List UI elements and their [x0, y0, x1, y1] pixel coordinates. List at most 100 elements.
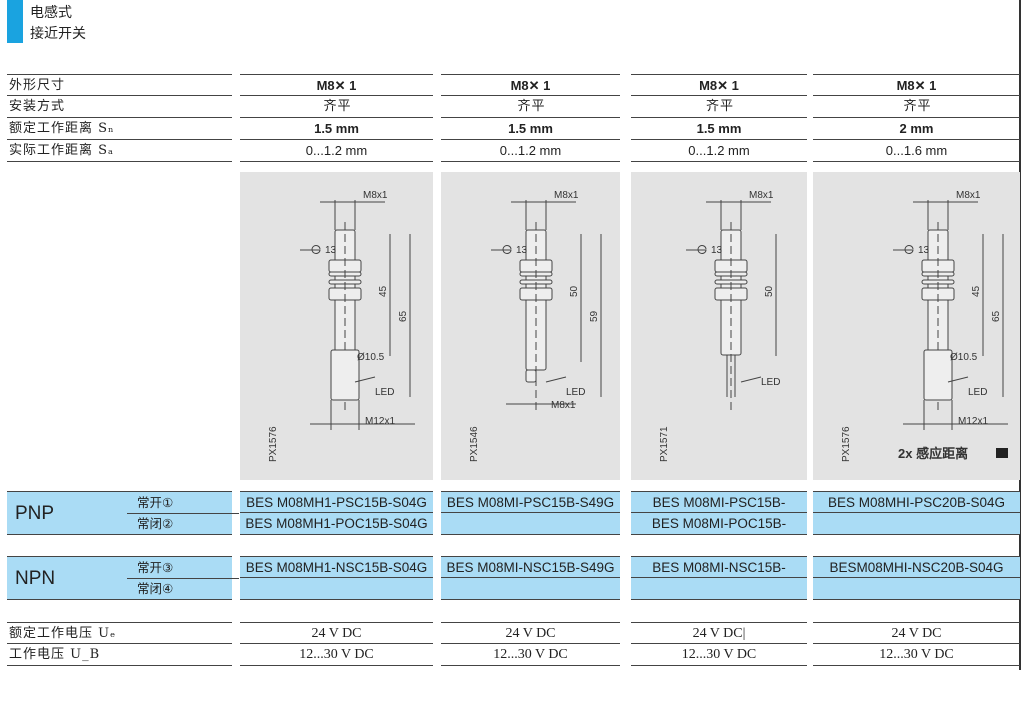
part-number-normally-closed: BES M08MI-POC15B- — [631, 513, 807, 535]
wrench-size-label: 13 — [325, 245, 337, 256]
length-label: 45 — [378, 285, 389, 297]
wrench-icon — [300, 245, 321, 254]
spec-value-size: M8✕ 1 — [240, 74, 433, 96]
part-number-normally-open: BES M08MHI-PSC20B-S04G — [813, 491, 1020, 513]
connector — [330, 349, 360, 401]
spec-value-mount: 齐平 — [813, 96, 1020, 118]
sensing-note: 2x 感应距离 — [898, 446, 968, 461]
drawing-code: PX1576 — [268, 426, 279, 462]
spec-value-sa: 0...1.2 mm — [240, 140, 433, 162]
wrench-size-label: 13 — [918, 245, 930, 256]
cable-stub — [525, 369, 537, 383]
connector-thread-label: M12x1 — [365, 416, 395, 427]
spec-value-mount: 齐平 — [240, 96, 433, 118]
drawing-code: PX1576 — [841, 426, 852, 462]
spec-value-sn: 1.5 mm — [631, 118, 807, 140]
part-number-normally-closed — [813, 578, 1020, 600]
length-label: 65 — [398, 310, 409, 322]
normally-closed-label: 常闭④ — [137, 581, 174, 596]
spec-value-sa: 0...1.6 mm — [813, 140, 1020, 162]
length-label: 45 — [971, 285, 982, 297]
right-border — [1019, 0, 1021, 670]
spec-label: 外形尺寸 — [7, 74, 232, 96]
header-title: 电感式 — [30, 5, 72, 21]
wrench-size-label: 13 — [711, 245, 723, 256]
wrench-size-label: 13 — [516, 245, 528, 256]
part-number-normally-open: BES M08MI-PSC15B- — [631, 491, 807, 513]
spec-label: 实际工作距离 Sₐ — [7, 140, 232, 162]
spec-value-mount: 齐平 — [441, 96, 620, 118]
voltage-value-ue: 24 V DC| — [631, 622, 807, 644]
connector-thread-label: M12x1 — [958, 416, 988, 427]
part-number-normally-open: BESM08MHI-NSC20B-S04G — [813, 556, 1020, 578]
spec-value-sa: 0...1.2 mm — [441, 140, 620, 162]
spec-value-mount: 齐平 — [631, 96, 807, 118]
length-label: 59 — [589, 310, 600, 322]
spec-label: 额定工作距离 Sₙ — [7, 118, 232, 140]
led-label: LED — [375, 387, 394, 398]
dimension-line — [354, 376, 376, 383]
dimension-line — [740, 376, 762, 383]
spec-value-size: M8✕ 1 — [813, 74, 1020, 96]
length-label: 65 — [991, 310, 1002, 322]
part-number-normally-closed — [441, 578, 620, 600]
thread-label: M8x1 — [363, 190, 388, 201]
voltage-value-ub: 12...30 V DC — [441, 644, 620, 666]
length-label: 50 — [764, 285, 775, 297]
led-label: LED — [566, 387, 585, 398]
thread-label: M8x1 — [956, 190, 981, 201]
spec-value-size: M8✕ 1 — [441, 74, 620, 96]
drawing-code: PX1571 — [659, 426, 670, 462]
thread-label: M8x1 — [554, 190, 579, 201]
spec-value-sa: 0...1.2 mm — [631, 140, 807, 162]
part-number-normally-closed — [441, 513, 620, 535]
voltage-value-ub: 12...30 V DC — [813, 644, 1020, 666]
normally-open-label: 常开① — [127, 492, 239, 514]
voltage-value-ub: 12...30 V DC — [631, 644, 807, 666]
diameter-label: Ø10.5 — [950, 352, 978, 363]
voltage-label: 额定工作电压 Uₑ — [7, 622, 232, 644]
voltage-value-ue: 24 V DC — [813, 622, 1020, 644]
section-accent-bar — [7, 0, 23, 43]
thread-label: M8x1 — [749, 190, 774, 201]
part-number-normally-open: BES M08MI-NSC15B-S49G — [441, 556, 620, 578]
dimension-line — [947, 376, 969, 383]
dimension-line — [545, 376, 567, 383]
part-number-normally-closed: BES M08MH1-POC15B-S04G — [240, 513, 433, 535]
part-number-normally-open: BES M08MH1-NSC15B-S04G — [240, 556, 433, 578]
part-number-normally-closed — [240, 578, 433, 600]
part-number-normally-open: BES M08MI-PSC15B-S49G — [441, 491, 620, 513]
part-number-normally-open: BES M08MH1-PSC15B-S04G — [240, 491, 433, 513]
spec-label: 安装方式 — [7, 96, 232, 118]
voltage-value-ue: 24 V DC — [441, 622, 620, 644]
spec-value-size: M8✕ 1 — [631, 74, 807, 96]
wrench-icon — [686, 245, 707, 254]
voltage-label: 工作电压 U_B — [7, 644, 232, 666]
spec-value-sn: 1.5 mm — [441, 118, 620, 140]
normally-closed-label: 常闭② — [137, 516, 174, 531]
normally-open-label: 常开③ — [127, 557, 239, 579]
npn-output-block: NPN 常开③ 常闭④ — [7, 556, 239, 600]
part-number-normally-closed — [813, 513, 1020, 535]
led-label: LED — [968, 387, 987, 398]
part-number-normally-closed — [631, 578, 807, 600]
spec-value-sn: 1.5 mm — [240, 118, 433, 140]
led-label: LED — [761, 377, 780, 388]
wrench-icon — [893, 245, 914, 254]
length-label: 50 — [569, 285, 580, 297]
double-mark-icon — [996, 448, 1008, 458]
voltage-value-ue: 24 V DC — [240, 622, 433, 644]
diameter-label: Ø10.5 — [357, 352, 385, 363]
npn-label: NPN — [15, 568, 56, 589]
drawing-code: PX1546 — [469, 426, 480, 462]
spec-value-sn: 2 mm — [813, 118, 1020, 140]
connector — [923, 349, 953, 401]
header-subtitle: 接近开关 — [30, 26, 86, 42]
wrench-icon — [491, 245, 512, 254]
part-number-normally-open: BES M08MI-NSC15B- — [631, 556, 807, 578]
bottom-thread-label: M8x1 — [551, 400, 576, 411]
